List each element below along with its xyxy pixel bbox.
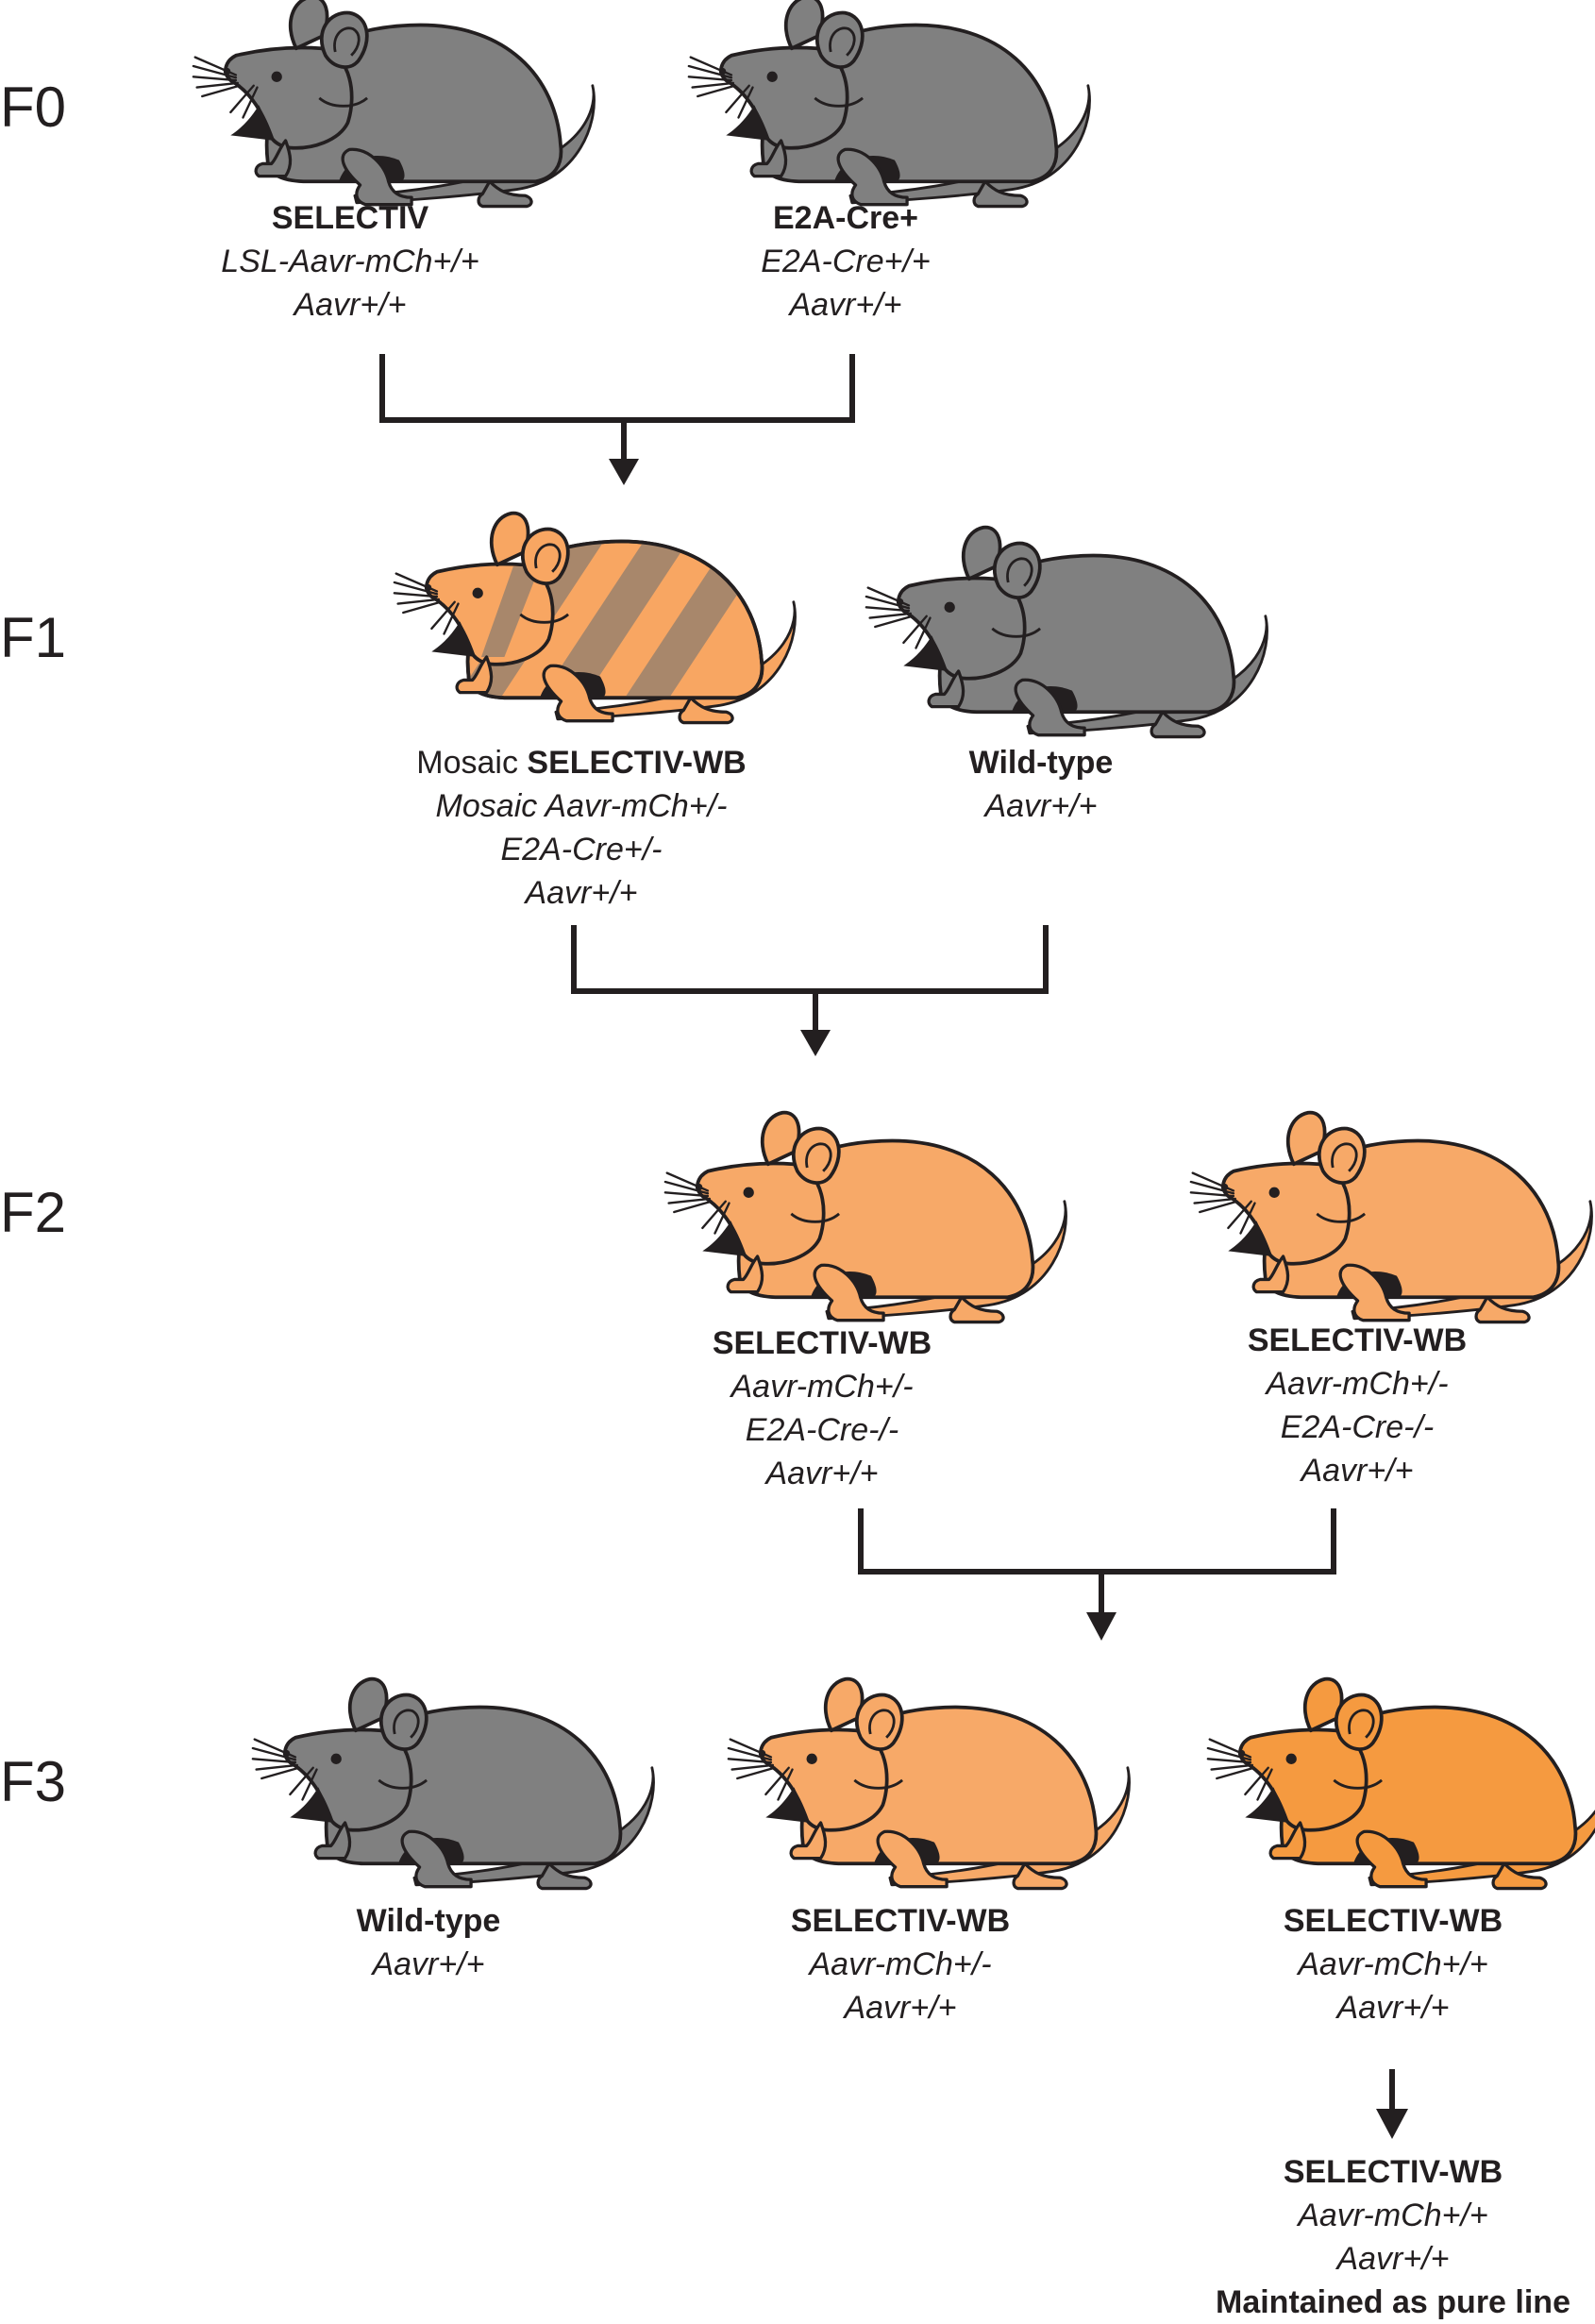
genotype-line: Aavr+/+ [844, 1990, 957, 2026]
genotype-line: Aavr+/+ [525, 875, 638, 911]
genotype-line: Aavr-mCh+/- [730, 1369, 914, 1405]
strain-name: SELECTIV-WB [1283, 1903, 1503, 1939]
label-f3-wild-type: Wild-type Aavr+/+ [164, 1899, 693, 1986]
strain-name: SELECTIV [271, 200, 429, 236]
genotype-line: Aavr+/+ [1336, 2241, 1450, 2277]
strain-name: SELECTIV-WB [712, 1325, 932, 1361]
genotype-line: Aavr+/+ [1336, 1990, 1450, 2026]
strain-name: SELECTIV-WB [1283, 2154, 1503, 2190]
mouse-f1-wild-type [865, 525, 1268, 739]
label-f2-right: SELECTIV-WB Aavr-mCh+/- E2A-Cre-/- Aavr+… [1093, 1319, 1595, 1492]
genotype-line: LSL-Aavr-mCh+/+ [221, 244, 479, 279]
cross-bracket-f1 [571, 925, 1049, 994]
arrow-head-f0-f1 [609, 459, 639, 485]
cross-bracket-f0 [379, 354, 855, 423]
label-f3-homo: SELECTIV-WB Aavr-mCh+/+ Aavr+/+ [1129, 1899, 1595, 2029]
strain-name: Wild-type [968, 745, 1114, 781]
label-f1-mosaic: Mosaic SELECTIV-WB Mosaic Aavr-mCh+/- E2… [317, 741, 846, 915]
genotype-line: Aavr-mCh+/+ [1298, 2198, 1488, 2233]
arrow-head-f3-final [1376, 2109, 1408, 2139]
label-f0-e2a-cre: E2A-Cre+ E2A-Cre+/+ Aavr+/+ [581, 196, 1110, 327]
mouse-f3-selectiv-wb-het [727, 1676, 1131, 1891]
arrow-head-f1-f2 [800, 1030, 831, 1056]
generation-label-f1: F1 [0, 606, 67, 669]
mouse-f3-selectiv-wb-homo [1206, 1676, 1595, 1891]
strain-name: SELECTIV-WB [1247, 1322, 1468, 1358]
genotype-line: Aavr-mCh+/- [1266, 1366, 1449, 1402]
genotype-line: Aavr+/+ [372, 1946, 485, 1982]
mouse-f3-wild-type [251, 1676, 655, 1891]
mouse-f2-selectiv-wb-right [1189, 1110, 1593, 1324]
generation-label-f0: F0 [0, 76, 67, 139]
genotype-line: Aavr-mCh+/+ [1298, 1946, 1488, 1982]
strain-name: E2A-Cre+ [772, 200, 918, 236]
mouse-f0-e2a-cre [687, 0, 1091, 209]
arrow-head-f2-f3 [1086, 1612, 1116, 1641]
pure-line-note: Maintained as pure line [1216, 2284, 1570, 2320]
label-f1-wild-type: Wild-type Aavr+/+ [777, 741, 1305, 828]
mosaic-head-stripe [480, 566, 540, 657]
label-f0-selectiv: SELECTIV LSL-Aavr-mCh+/+ Aavr+/+ [86, 196, 614, 327]
genotype-line: Aavr+/+ [789, 287, 902, 323]
mouse-f0-selectiv [192, 0, 596, 209]
genotype-line: E2A-Cre-/- [1280, 1409, 1435, 1445]
genotype-line: E2A-Cre+/- [500, 832, 663, 867]
mouse-f2-selectiv-wb-left [663, 1110, 1067, 1324]
strain-name: Wild-type [356, 1903, 501, 1939]
label-f2-left: SELECTIV-WB Aavr-mCh+/- E2A-Cre-/- Aavr+… [558, 1322, 1086, 1495]
generation-label-f2: F2 [0, 1181, 67, 1244]
genotype-line: Aavr+/+ [984, 788, 1098, 824]
label-final-pure-line: SELECTIV-WB Aavr-mCh+/+ Aavr+/+ Maintain… [1129, 2150, 1595, 2324]
generation-label-f3: F3 [0, 1750, 67, 1813]
strain-name: SELECTIV-WB [790, 1903, 1011, 1939]
cross-bracket-f2 [858, 1508, 1336, 1575]
label-f3-het: SELECTIV-WB Aavr-mCh+/- Aavr+/+ [636, 1899, 1165, 2029]
mosaic-prefix: Mosaic [416, 745, 528, 781]
genotype-line: Aavr-mCh+/- [809, 1946, 992, 1982]
genotype-line: Aavr+/+ [1301, 1453, 1414, 1489]
strain-name: SELECTIV-WB [527, 745, 747, 781]
genotype-line: E2A-Cre-/- [745, 1412, 899, 1448]
genotype-line: Mosaic Aavr-mCh+/- [435, 788, 728, 824]
mouse-f1-mosaic-selectiv-wb [393, 511, 797, 725]
genotype-line: Aavr+/+ [765, 1456, 879, 1491]
genotype-line: E2A-Cre+/+ [761, 244, 931, 279]
genotype-line: Aavr+/+ [294, 287, 407, 323]
